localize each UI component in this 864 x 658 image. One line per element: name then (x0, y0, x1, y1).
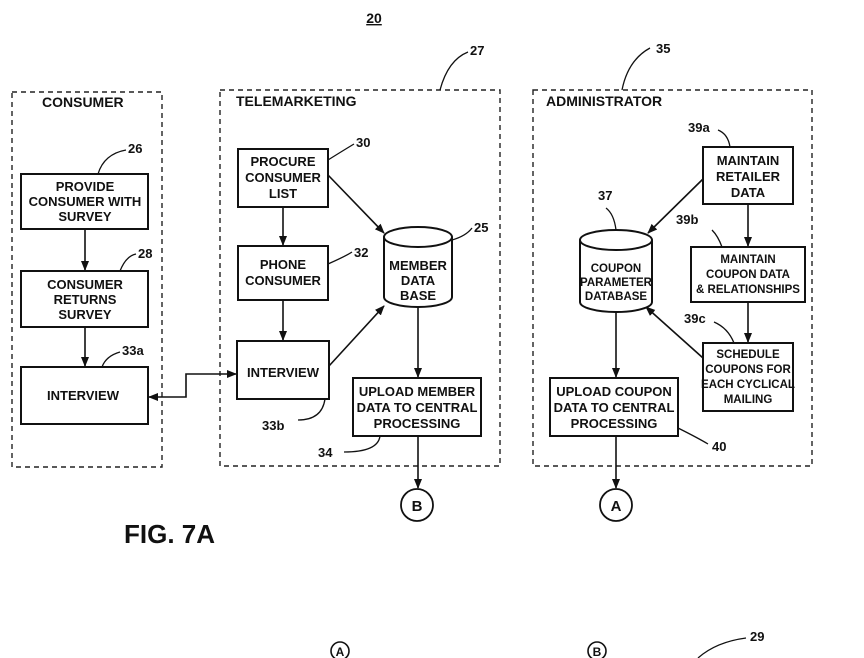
member-db-ref: 25 (474, 220, 488, 235)
procure-list-box: PROCURE CONSUMER LIST (238, 149, 328, 207)
schedule-coupons-ref: 39c (684, 311, 706, 326)
arrow-procure-to-memberdb (328, 175, 384, 233)
administrator-ref-leader (622, 48, 650, 90)
svg-text:RETAILER: RETAILER (716, 169, 781, 184)
returns-survey-ref-leader (120, 254, 136, 271)
svg-text:CONSUMER: CONSUMER (245, 273, 321, 288)
returns-survey-ref: 28 (138, 246, 152, 261)
svg-text:BASE: BASE (400, 288, 436, 303)
next-sheet-connector-b: B (588, 642, 606, 658)
svg-text:DATA: DATA (401, 273, 436, 288)
procure-list-ref-leader (328, 144, 354, 160)
svg-text:PROVIDE: PROVIDE (56, 179, 115, 194)
schedule-coupons-ref-leader (714, 322, 734, 343)
svg-text:B: B (593, 645, 602, 658)
svg-text:MAILING: MAILING (724, 394, 773, 406)
schedule-coupons-box: SCHEDULE COUPONS FOR EACH CYCLICAL MAILI… (701, 343, 795, 411)
coupon-parameter-database: COUPON PARAMETER DATABASE (580, 230, 653, 312)
svg-text:A: A (336, 645, 345, 658)
interview-consumer-ref-leader (102, 352, 120, 367)
provide-survey-ref: 26 (128, 141, 142, 156)
upload-member-box: UPLOAD MEMBER DATA TO CENTRAL PROCESSING (353, 378, 481, 436)
maintain-retailer-ref-leader (718, 130, 730, 147)
svg-text:UPLOAD COUPON: UPLOAD COUPON (556, 384, 672, 399)
consumer-panel-title: CONSUMER (42, 94, 124, 110)
interview-consumer-ref: 33a (122, 343, 144, 358)
svg-text:COUPONS FOR: COUPONS FOR (705, 364, 791, 376)
member-database: MEMBER DATA BASE (384, 227, 452, 307)
svg-text:EACH CYCLICAL: EACH CYCLICAL (701, 379, 795, 391)
coupon-db-ref: 37 (598, 188, 612, 203)
svg-text:CONSUMER: CONSUMER (245, 170, 321, 185)
interview-tm-box: INTERVIEW (237, 341, 329, 399)
svg-text:PROCESSING: PROCESSING (374, 416, 461, 431)
next-sheet-ref: 29 (750, 629, 764, 644)
returns-survey-box: CONSUMER RETURNS SURVEY (21, 271, 148, 327)
svg-text:MAINTAIN: MAINTAIN (720, 254, 775, 266)
svg-text:SCHEDULE: SCHEDULE (716, 349, 780, 361)
svg-text:INTERVIEW: INTERVIEW (47, 388, 120, 403)
maintain-coupon-ref: 39b (676, 212, 698, 227)
arrow-interview-to-memberdb (329, 306, 384, 366)
upload-coupon-ref-leader (678, 428, 708, 444)
upload-member-ref: 34 (318, 445, 333, 460)
connector-a: A (600, 489, 632, 521)
svg-text:DATA TO CENTRAL: DATA TO CENTRAL (554, 400, 675, 415)
svg-text:UPLOAD MEMBER: UPLOAD MEMBER (359, 384, 476, 399)
provide-survey-ref-leader (98, 150, 126, 174)
svg-text:RETURNS: RETURNS (54, 292, 117, 307)
upload-member-ref-leader (344, 436, 380, 452)
svg-text:DATABASE: DATABASE (585, 291, 648, 303)
next-sheet-connector-a: A (331, 642, 349, 658)
svg-text:SURVEY: SURVEY (58, 307, 112, 322)
svg-text:PROCESSING: PROCESSING (571, 416, 658, 431)
svg-text:B: B (412, 498, 423, 515)
svg-text:COUPON DATA: COUPON DATA (706, 269, 790, 281)
svg-text:DATA: DATA (731, 185, 766, 200)
phone-consumer-ref-leader (328, 252, 352, 264)
figure-number: 20 (366, 10, 382, 26)
maintain-retailer-box: MAINTAIN RETAILER DATA (703, 147, 793, 204)
maintain-retailer-ref: 39a (688, 120, 710, 135)
svg-text:& RELATIONSHIPS: & RELATIONSHIPS (696, 284, 800, 296)
svg-text:LIST: LIST (269, 186, 297, 201)
next-sheet-ref-leader (698, 638, 746, 658)
figure-caption: FIG. 7A (124, 519, 215, 549)
svg-text:SURVEY: SURVEY (58, 209, 112, 224)
svg-text:MEMBER: MEMBER (389, 258, 447, 273)
administrator-ref: 35 (656, 41, 670, 56)
provide-survey-box: PROVIDE CONSUMER WITH SURVEY (21, 174, 148, 229)
maintain-coupon-box: MAINTAIN COUPON DATA & RELATIONSHIPS (691, 247, 805, 302)
svg-text:COUPON: COUPON (591, 263, 641, 275)
svg-text:MAINTAIN: MAINTAIN (717, 153, 780, 168)
interview-tm-ref: 33b (262, 418, 284, 433)
svg-text:PROCURE: PROCURE (250, 154, 315, 169)
administrator-panel-title: ADMINISTRATOR (546, 93, 662, 109)
svg-text:PHONE: PHONE (260, 257, 307, 272)
maintain-coupon-ref-leader (712, 230, 722, 247)
svg-text:PARAMETER: PARAMETER (580, 277, 653, 289)
telemarketing-ref-leader (440, 52, 468, 90)
upload-coupon-ref: 40 (712, 439, 726, 454)
interview-tm-ref-leader (298, 399, 325, 420)
telemarketing-ref: 27 (470, 43, 484, 58)
svg-text:CONSUMER WITH: CONSUMER WITH (29, 194, 142, 209)
phone-consumer-box: PHONE CONSUMER (238, 246, 328, 300)
phone-consumer-ref: 32 (354, 245, 368, 260)
svg-text:DATA TO CENTRAL: DATA TO CENTRAL (357, 400, 478, 415)
member-db-ref-leader (452, 228, 472, 240)
upload-coupon-box: UPLOAD COUPON DATA TO CENTRAL PROCESSING (550, 378, 678, 436)
telemarketing-panel-title: TELEMARKETING (236, 93, 357, 109)
svg-text:CONSUMER: CONSUMER (47, 277, 123, 292)
interview-consumer-box: INTERVIEW (21, 367, 148, 424)
connector-b: B (401, 489, 433, 521)
procure-list-ref: 30 (356, 135, 370, 150)
coupon-db-ref-leader (606, 208, 616, 230)
svg-text:INTERVIEW: INTERVIEW (247, 365, 320, 380)
svg-text:A: A (611, 498, 622, 515)
